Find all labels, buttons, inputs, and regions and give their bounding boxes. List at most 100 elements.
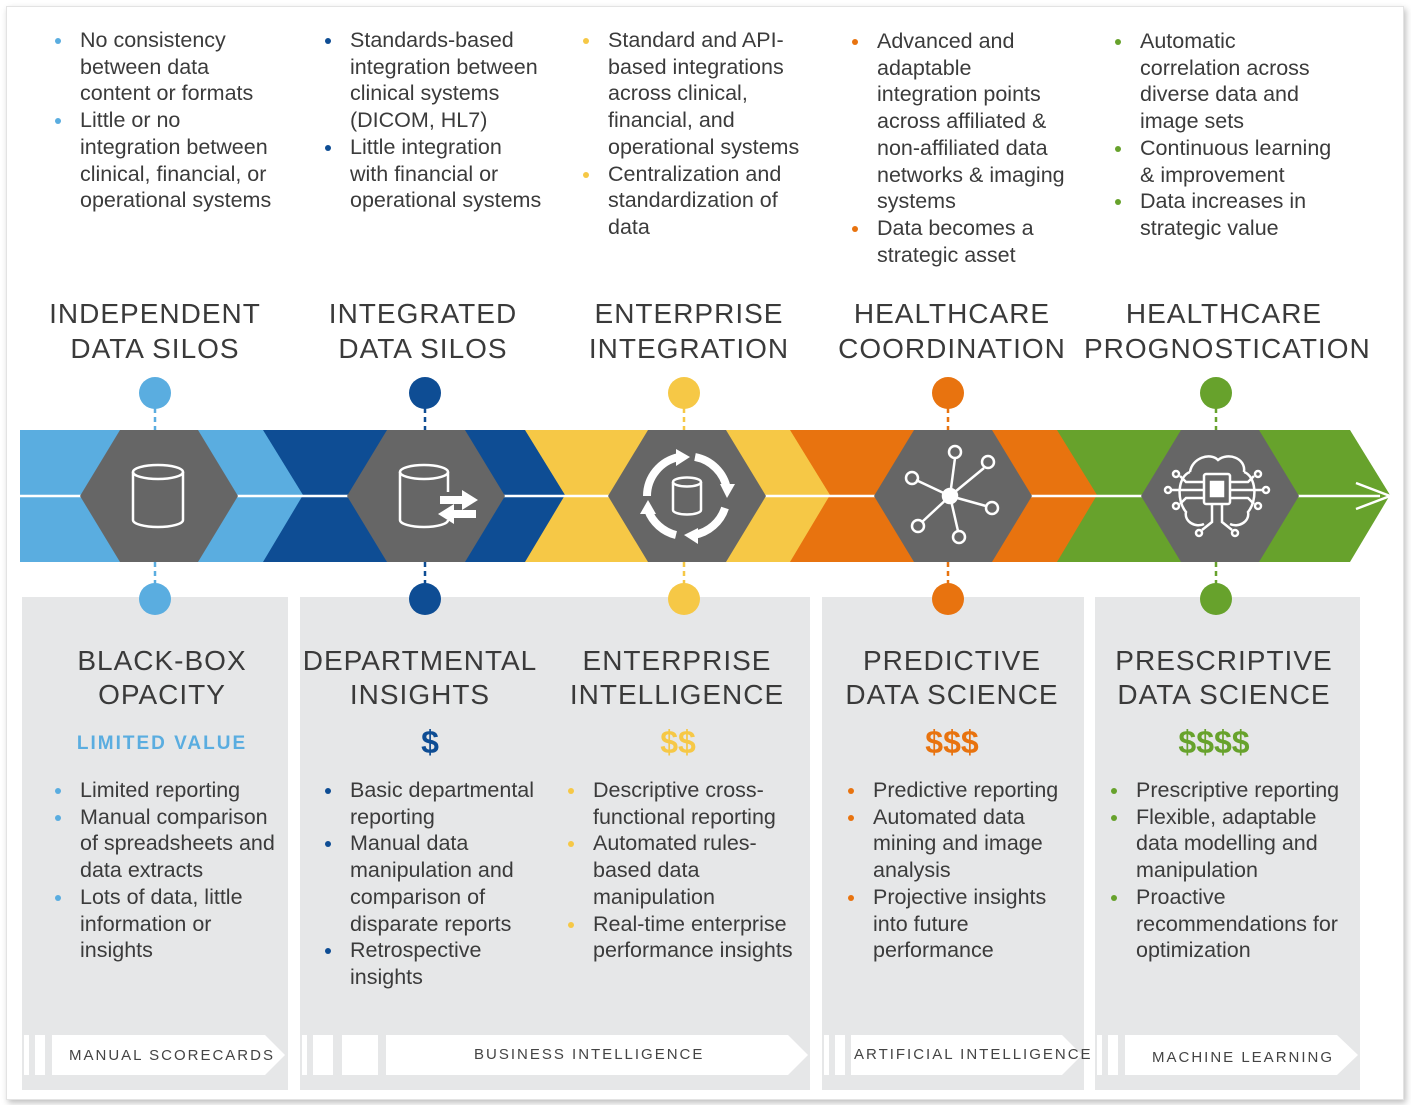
panel-bg-5: [1095, 597, 1360, 1090]
bullet-text: Prescriptive reporting: [1136, 778, 1340, 802]
connectors: [153, 408, 1218, 585]
stage-dot-top-2: [409, 377, 441, 409]
bullet-dot: [1111, 814, 1117, 821]
bullet-dot: [568, 841, 574, 848]
bullet-dot: [55, 814, 61, 821]
panel-title-line: DEPARTMENTAL: [302, 645, 538, 676]
footer-arrow-1: [24, 1035, 285, 1075]
bullet-dot: [568, 921, 574, 928]
database-sync-icon: [640, 449, 735, 544]
bullet-dot: [325, 144, 331, 151]
bullet-dot: [1115, 145, 1121, 152]
panel-title-line: INSIGHTS: [349, 679, 491, 710]
list-item: Lots of data, little information or insi…: [55, 884, 280, 964]
bullet-dot: [848, 814, 854, 821]
hexagon-2: [347, 430, 505, 562]
stage-2-bullets: Standards-based integration between clin…: [325, 27, 545, 214]
value-label-4: $$$: [925, 724, 979, 760]
bullet-text: Manual data manipulation and comparison …: [350, 831, 514, 936]
bullet-dot: [1111, 894, 1117, 901]
list-item: Little or no integration between clinica…: [55, 107, 285, 214]
stage-1-bullets: No consistency between data content or f…: [55, 27, 285, 214]
panel-bg-2-3: [300, 597, 810, 1090]
bullet-text: Proactive recommendations for optimizati…: [1136, 884, 1338, 963]
bullet-text: Automated rules-based data manipulation: [593, 831, 757, 909]
bullet-text: Advanced and adaptable integration point…: [877, 29, 1065, 214]
footer-label-artificial-intelligence: ARTIFICIAL INTELLIGENCE: [854, 1046, 1093, 1063]
list-item: Automatic correlation across diverse dat…: [1115, 28, 1340, 135]
list-item: Prescriptive reporting: [1111, 777, 1346, 804]
stage-dot-bottom-1: [139, 583, 171, 615]
panel-bg-1: [22, 597, 288, 1090]
stage-title-2: INTEGRATED DATA SILOS: [303, 296, 543, 366]
bullet-text: No consistency between data content or f…: [80, 28, 254, 106]
list-item: Little integration with financial or ope…: [325, 134, 545, 214]
stage-dot-top-4: [932, 377, 964, 409]
bullet-dot: [852, 39, 858, 45]
bullet-text: Limited reporting: [80, 778, 241, 802]
bullet-text: Basic departmental reporting: [350, 778, 535, 829]
value-label-1: LIMITED VALUE: [76, 733, 248, 754]
bullet-text: Flexible, adaptable data modelling and m…: [1136, 804, 1318, 883]
stage-title-line: DATA SILOS: [338, 333, 508, 364]
footer-label-machine-learning: MACHINE LEARNING: [1152, 1049, 1335, 1066]
footer-arrow-3: [824, 1035, 1082, 1075]
panel-title-line: INTELLIGENCE: [569, 679, 785, 710]
bullet-dot: [848, 788, 854, 794]
stage-dot-bottom-5: [1200, 583, 1232, 615]
bullet-text: Continuous learning & improvement: [1140, 135, 1332, 187]
list-item: Standard and API-based integrations acro…: [583, 27, 813, 161]
bullet-dot: [1115, 199, 1121, 206]
stage-title-4: HEALTHCARE COORDINATION: [832, 296, 1072, 366]
value-label-5: $$$$: [1178, 724, 1250, 760]
footer-label-manual-scorecards: MANUAL SCORECARDS: [69, 1047, 275, 1064]
panel-title-line: OPACITY: [98, 679, 226, 710]
panel-3-bullets: Descriptive cross-functional reporting A…: [568, 777, 808, 964]
bullet-text: Projective insights into future performa…: [873, 884, 1047, 963]
bullet-dot: [848, 894, 854, 901]
list-item: No consistency between data content or f…: [55, 27, 285, 107]
list-item: Automated data mining and image analysis: [848, 804, 1073, 884]
bullet-dot: [55, 118, 61, 125]
value-label-2: $: [421, 724, 439, 760]
connector-dots: [139, 377, 1232, 615]
list-item: Flexible, adaptable data modelling and m…: [1111, 804, 1346, 884]
bullet-dot: [583, 171, 589, 178]
stage-dot-bottom-3: [668, 583, 700, 615]
stage-title-line: COORDINATION: [838, 333, 1066, 364]
bullet-dot: [325, 841, 331, 848]
bullet-dot: [1111, 788, 1117, 794]
list-item: Data becomes a strategic asset: [852, 215, 1077, 268]
list-item: Basic departmental reporting: [325, 777, 555, 830]
panel-title-line: ENTERPRISE: [582, 645, 772, 676]
list-item: Data increases in strategic value: [1115, 188, 1340, 241]
stage-dot-top-5: [1200, 377, 1232, 409]
bullet-dot: [325, 788, 331, 794]
stage-title-line: INTEGRATION: [588, 333, 790, 364]
bullet-dot: [55, 894, 61, 901]
panel-4-bullets: Predictive reporting Automated data mini…: [848, 777, 1073, 964]
bullet-text: Automated data mining and image analysis: [873, 804, 1043, 883]
bullet-dot: [583, 38, 589, 44]
panel-5-bullets: Prescriptive reporting Flexible, adaptab…: [1111, 777, 1346, 964]
panel-title-line: PRESCRIPTIVE: [1115, 645, 1333, 676]
panel-2-bullets: Basic departmental reporting Manual data…: [325, 777, 555, 991]
stage-title-line: INTEGRATED: [328, 298, 518, 329]
panel-bg-4: [822, 597, 1084, 1090]
bullet-text: Little integration with financial or ope…: [350, 134, 542, 213]
list-item: Real-time enterprise performance insight…: [568, 911, 808, 964]
list-item: Predictive reporting: [848, 777, 1073, 804]
stage-title-line: HEALTHCARE: [853, 298, 1051, 329]
bullet-text: Real-time enterprise performance insight…: [593, 911, 793, 963]
stage-dot-bottom-2: [409, 583, 441, 615]
footer-arrow-4: [1097, 1035, 1358, 1075]
list-item: Centralization and standardization of da…: [583, 161, 813, 241]
ai-chip-brain-icon: [1163, 455, 1271, 538]
